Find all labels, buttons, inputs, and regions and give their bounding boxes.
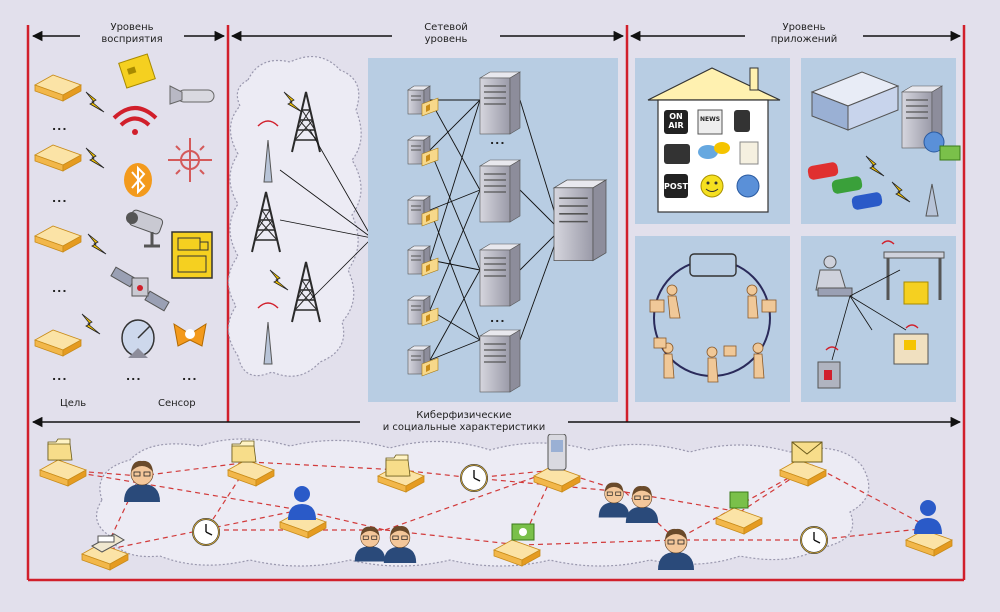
ellipsis: ...: [126, 370, 142, 383]
barcode-scanner-icon: [169, 85, 215, 105]
industrial-robotics-icon: [815, 240, 945, 389]
security-camera-icon: [126, 209, 164, 248]
bluetooth-icon: [124, 163, 152, 197]
on-air-tile: ON AIR: [668, 112, 684, 130]
ellipsis: ...: [52, 192, 68, 205]
ellipsis: ...: [182, 370, 198, 383]
wifi-icon: [112, 106, 158, 135]
gps-device-icon: [171, 231, 213, 279]
envelope-icon: [791, 441, 823, 463]
ellipsis: ...: [52, 282, 68, 295]
antenna-icon: [257, 120, 279, 365]
ellipsis: ...: [490, 134, 506, 147]
application-panels: [635, 58, 961, 402]
beacon-sensor-icon: [173, 322, 207, 347]
perception-layer-title: Уровень восприятия: [80, 22, 184, 46]
sensor-label: Сенсор: [158, 398, 196, 409]
network-layer-title: Сетевой уровень: [392, 22, 500, 46]
cyber-social-title: Киберфизические и социальные характерист…: [360, 410, 568, 434]
news-tile: NEWS: [699, 116, 721, 123]
goal-label: Цель: [60, 398, 87, 409]
money-icon: [511, 523, 535, 541]
user-icon: [914, 500, 942, 534]
satellite-dish-icon: [121, 319, 155, 358]
social-cloud: [39, 433, 953, 571]
motion-sensor-icon: [168, 138, 212, 182]
rfid-card-icon: [118, 53, 156, 89]
mobile-phone-icon: [547, 433, 567, 471]
money-stack-icon: [729, 491, 749, 509]
factory-icon: [807, 71, 961, 217]
network-cloud: [227, 55, 373, 377]
ellipsis: ...: [52, 370, 68, 383]
ellipsis: ...: [52, 120, 68, 133]
satellite-icon: [110, 266, 170, 312]
application-layer-title: Уровень приложений: [745, 22, 863, 46]
logistics-cycle-icon: [649, 253, 777, 383]
user-icon: [279, 486, 327, 539]
smart-home-icon: [647, 67, 781, 213]
network-panel: [368, 58, 618, 402]
post-tile: POST: [664, 182, 688, 191]
red-section-borders: [26, 25, 966, 582]
perception-layer: [34, 53, 215, 358]
ellipsis: ...: [490, 312, 506, 325]
fax-machine-icon: [90, 533, 126, 553]
